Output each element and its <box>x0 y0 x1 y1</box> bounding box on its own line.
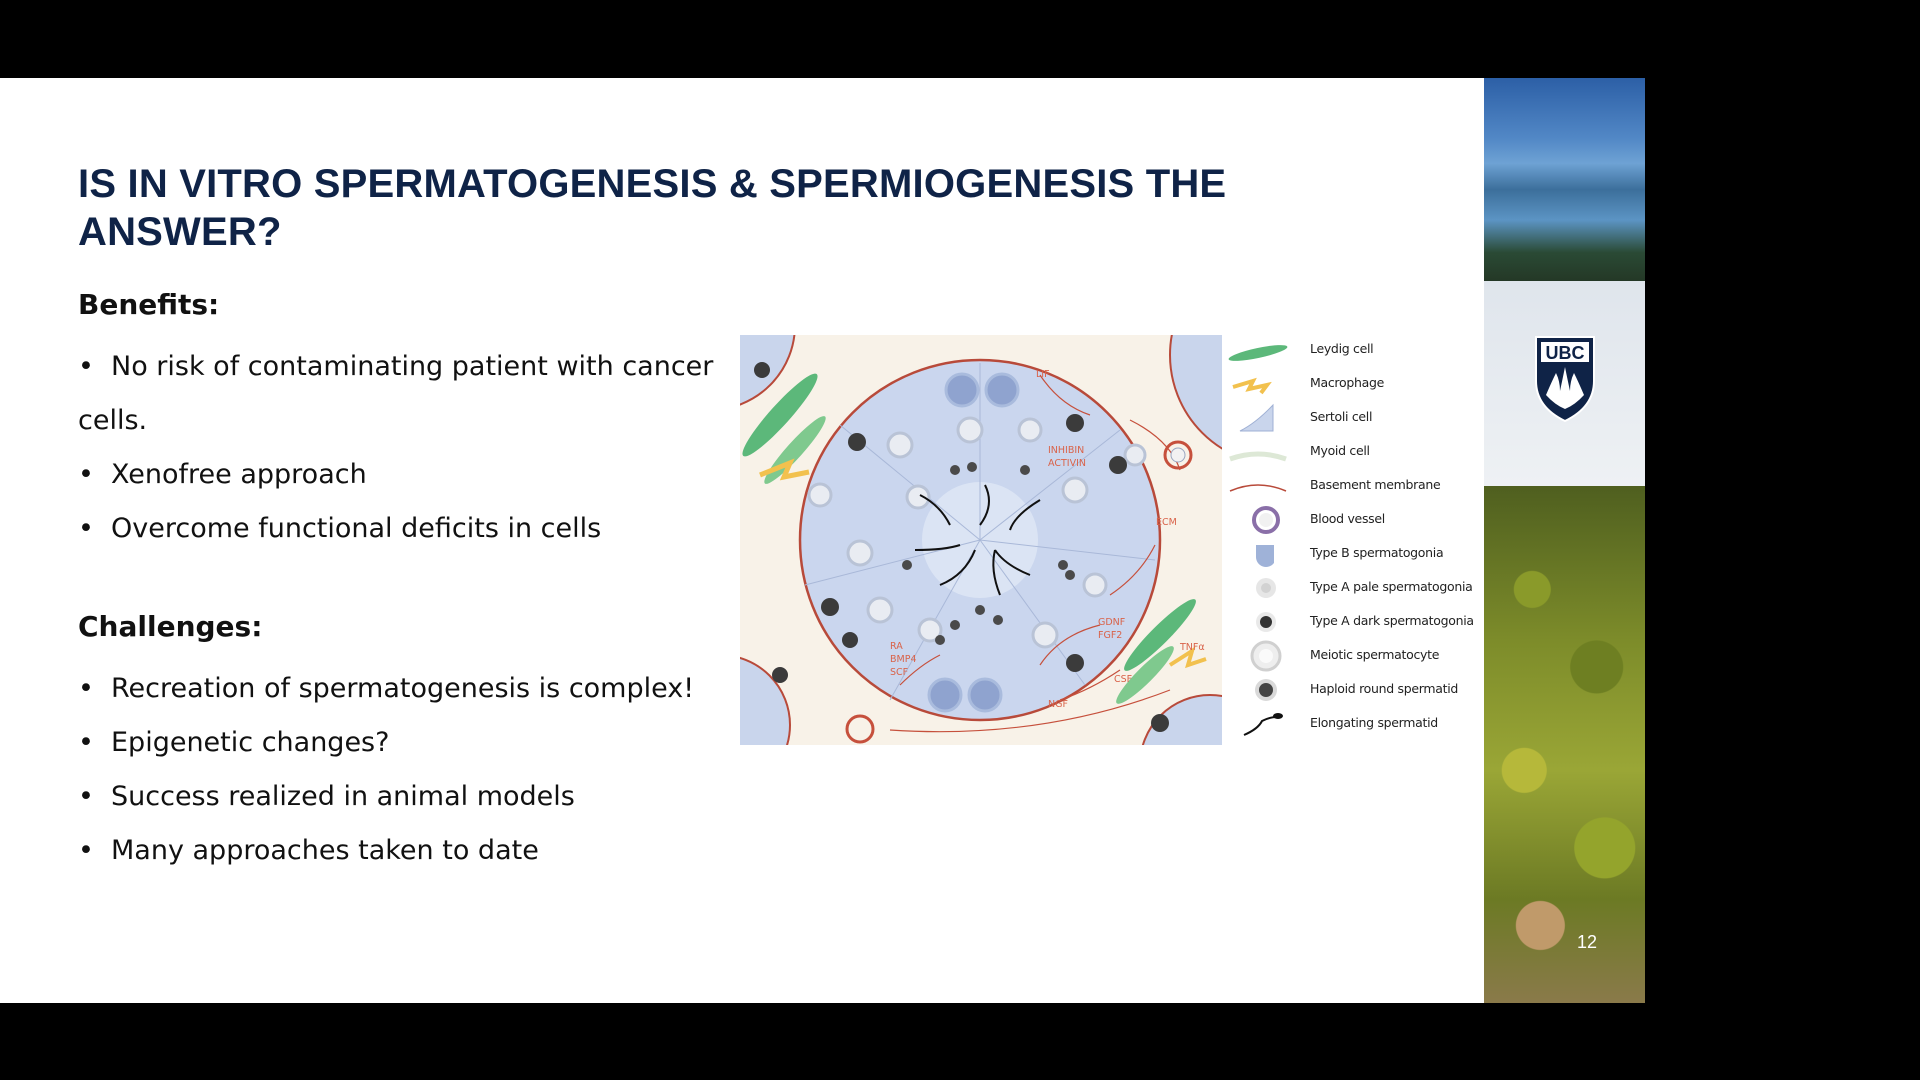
diagram-illustration: LIF INHIBIN ACTIVIN ECM GDNF FGF2 TNFα C… <box>624 239 1391 836</box>
legend-item: Haploid round spermatid <box>1226 673 1466 707</box>
legend-item: Leydig cell <box>1226 333 1466 367</box>
label-inhibin: INHIBIN <box>1048 445 1084 456</box>
figure-legend: Leydig cell Macrophage Sertoli cell Myoi… <box>1226 333 1474 736</box>
legend-label: Type B spermatogonia <box>1310 545 1444 560</box>
side-panel: UBC <box>1484 78 1645 1003</box>
legend-item: Blood vessel <box>1226 503 1466 537</box>
label-ra: RA <box>890 641 903 652</box>
text-block: Benefits: • No risk of contaminating pat… <box>78 286 738 878</box>
challenges-heading: Challenges: <box>78 610 263 643</box>
myoid-cell-icon <box>1229 451 1287 462</box>
slide-title: IS IN VITRO SPERMATOGENESIS & SPERMIOGEN… <box>78 160 1338 256</box>
legend-label: Elongating spermatid <box>1310 715 1438 730</box>
basement-membrane-icon <box>1229 484 1287 492</box>
list-item: • Epigenetic changes? <box>78 716 738 770</box>
elongating-spermatid-icon <box>1243 713 1283 736</box>
legend-label: Blood vessel <box>1310 511 1385 526</box>
list-item-text: Recreation of spermatogenesis is complex… <box>111 673 695 704</box>
title-line-2: ANSWER? <box>78 210 282 254</box>
legend-label: Macrophage <box>1310 375 1384 390</box>
benefits-list: • No risk of contaminating patient with … <box>78 340 738 556</box>
legend-label: Haploid round spermatid <box>1310 681 1459 696</box>
macrophage-icon <box>1232 377 1272 395</box>
legend-item: Type B spermatogonia <box>1226 537 1466 571</box>
slide: IS IN VITRO SPERMATOGENESIS & SPERMIOGEN… <box>0 78 1645 1003</box>
seminiferous-tubule-diagram: LIF INHIBIN ACTIVIN ECM GDNF FGF2 TNFα C… <box>624 239 1391 836</box>
bullet-icon: • <box>78 727 94 758</box>
meiotic-spermatocyte-icon <box>1250 640 1282 672</box>
label-activin: ACTIVIN <box>1048 458 1086 469</box>
bullet-icon: • <box>78 351 94 382</box>
list-item: • Many approaches taken to date <box>78 824 738 878</box>
list-item: • Xenofree approach <box>78 448 738 502</box>
campus-photo-bottom <box>1484 486 1645 1003</box>
legend-label: Type A dark spermatogonia <box>1310 613 1474 628</box>
bullet-icon: • <box>78 459 94 490</box>
challenges-list: • Recreation of spermatogenesis is compl… <box>78 662 738 878</box>
label-csf: CSF <box>1114 674 1132 685</box>
bullet-icon: • <box>78 513 94 544</box>
list-item-text: No risk of contaminating patient with ca… <box>111 351 714 382</box>
list-item: • Overcome functional deficits in cells <box>78 502 738 556</box>
legend-item: Elongating spermatid <box>1226 707 1466 741</box>
label-ngf: NGF <box>1048 699 1068 710</box>
legend-item: Basement membrane <box>1226 469 1466 503</box>
label-bmp4: BMP4 <box>890 654 917 665</box>
label-scf: SCF <box>890 667 908 678</box>
legend-item: Myoid cell <box>1226 435 1466 469</box>
label-gdnf: GDNF <box>1098 617 1125 628</box>
list-item-text: Overcome functional deficits in cells <box>111 513 602 544</box>
label-fgf2: FGF2 <box>1098 630 1122 641</box>
title-line-1: IS IN VITRO SPERMATOGENESIS & SPERMIOGEN… <box>78 162 1227 206</box>
bullet-icon: • <box>78 835 94 866</box>
list-item-text: Success realized in animal models <box>111 781 575 812</box>
legend-label: Meiotic spermatocyte <box>1310 647 1440 662</box>
legend-item: Sertoli cell <box>1226 401 1466 435</box>
leydig-cell-icon <box>1228 345 1288 361</box>
legend-label: Basement membrane <box>1310 477 1441 492</box>
campus-photo-top <box>1484 78 1645 281</box>
list-item-text: Xenofree approach <box>111 459 367 490</box>
legend-item: Macrophage <box>1226 367 1466 401</box>
list-item-text: Many approaches taken to date <box>111 835 539 866</box>
legend-item: Type A pale spermatogonia <box>1226 571 1473 605</box>
haploid-round-spermatid-icon <box>1255 679 1277 701</box>
list-item-continuation: cells. <box>78 405 148 436</box>
list-item: • No risk of contaminating patient with … <box>78 340 738 448</box>
label-tnfa: TNFα <box>1179 642 1205 653</box>
page-number: 12 <box>1577 932 1598 952</box>
bullet-icon: • <box>78 673 94 704</box>
list-item: • Success realized in animal models <box>78 770 738 824</box>
list-item: • Recreation of spermatogenesis is compl… <box>78 662 738 716</box>
ubc-logo-text: UBC <box>1546 343 1585 363</box>
label-ecm: ECM <box>1156 517 1177 528</box>
type-a-dark-icon <box>1256 612 1276 632</box>
type-b-spermatogonia-icon <box>1256 545 1274 567</box>
legend-item: Type A dark spermatogonia <box>1226 605 1474 639</box>
sertoli-cell-icon <box>1239 403 1274 432</box>
ubc-crest-icon: UBC <box>1535 336 1595 423</box>
logo-band: UBC <box>1484 281 1645 486</box>
label-lif: LIF <box>1036 369 1050 380</box>
legend-label: Myoid cell <box>1310 443 1370 458</box>
legend-label: Leydig cell <box>1310 341 1374 356</box>
bullet-icon: • <box>78 781 94 812</box>
legend-label: Sertoli cell <box>1310 409 1373 424</box>
type-a-pale-icon <box>1256 578 1276 598</box>
blood-vessel-icon <box>1252 506 1280 534</box>
list-item-text: Epigenetic changes? <box>111 727 390 758</box>
legend-label: Type A pale spermatogonia <box>1310 579 1473 594</box>
benefits-heading: Benefits: <box>78 288 220 321</box>
legend-item: Meiotic spermatocyte <box>1226 639 1466 673</box>
